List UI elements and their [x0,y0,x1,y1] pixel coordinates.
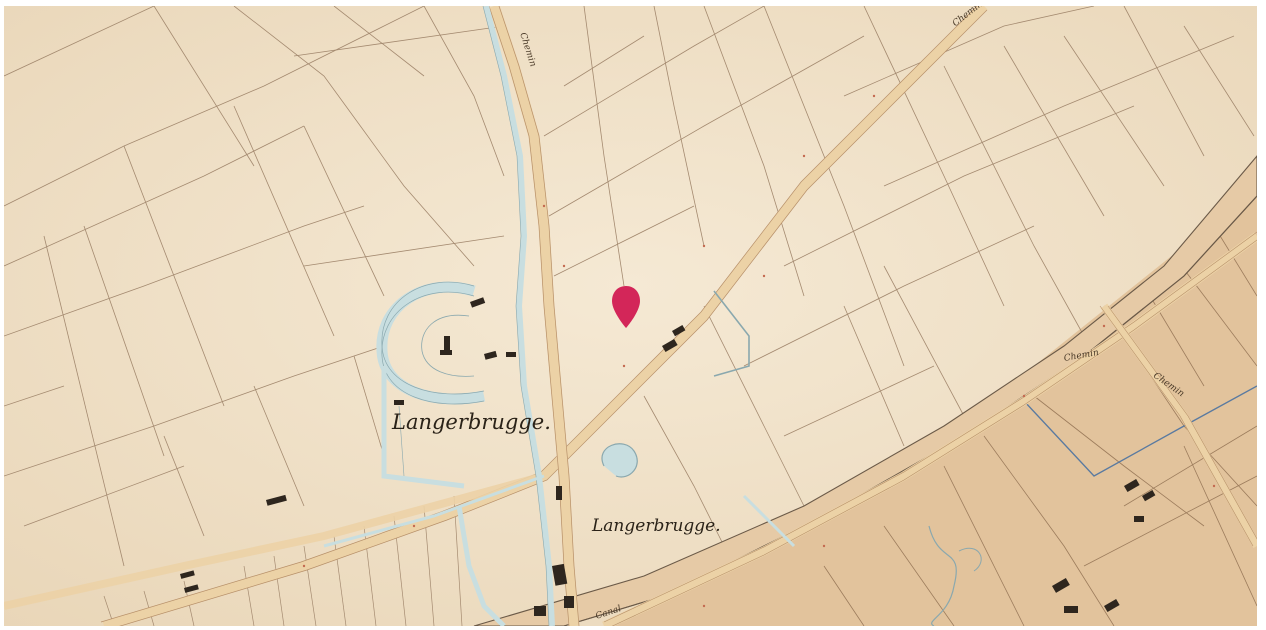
stream-branch [456,505,506,626]
stream-right [742,494,796,548]
parcel-lines-left [4,6,505,567]
historical-cadastral-map[interactable]: Langerbrugge. Langerbrugge. Chemin Chemi… [4,6,1257,626]
blue-field-boundary [1023,385,1257,477]
place-label-langerbrugge-1: Langerbrugge. [392,410,551,434]
buildings [180,297,1156,616]
parcel-number-marks [302,94,1216,608]
north-south-road [488,6,580,626]
main-diagonal-road [102,6,988,626]
enclosure [713,290,750,377]
lower-bank-pond [928,525,957,626]
stream [483,6,555,626]
parcel-lines-right [543,6,1255,547]
castle-moat [376,281,486,489]
road-lower-right-vertical [1100,303,1257,548]
map-canvas [4,6,1257,626]
map-pin-icon[interactable] [610,284,642,330]
lower-bank-land [604,186,1257,626]
small-pond [601,443,638,478]
place-label-langerbrugge-2: Langerbrugge. [592,516,721,536]
road-lower-left [4,472,546,610]
map-pin-shape [612,286,640,328]
canal-bank-road [602,232,1257,626]
stream-horizontal [323,474,545,548]
